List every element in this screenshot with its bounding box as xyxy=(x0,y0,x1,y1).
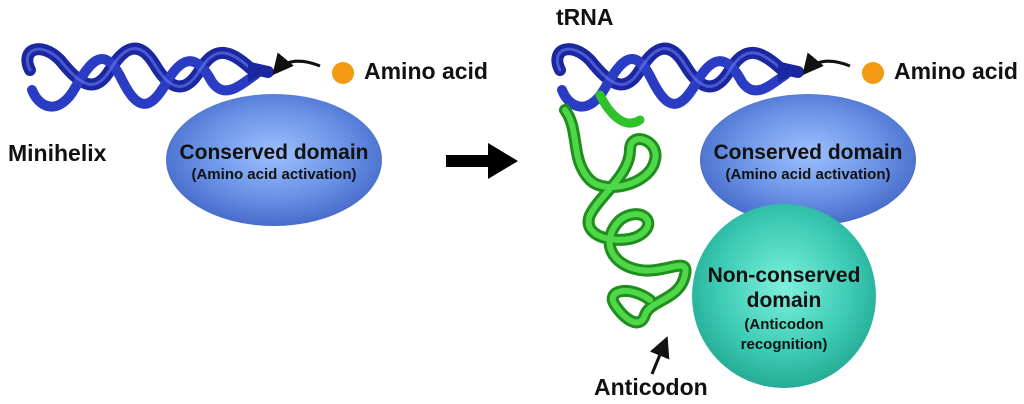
anticodon-label: Anticodon xyxy=(594,374,708,400)
minihelix-label: Minihelix xyxy=(8,140,107,166)
minihelix-ribbon xyxy=(21,42,274,112)
trna-label: tRNA xyxy=(556,4,614,30)
conserved-domain-right-sub: (Amino acid activation) xyxy=(725,166,891,183)
amino-acid-dot-left xyxy=(332,62,354,84)
conserved-domain-left-sub: (Amino acid activation) xyxy=(191,166,357,183)
amino-acid-label-right: Amino acid xyxy=(894,58,1018,84)
nonconserved-line3: (Anticodon xyxy=(744,316,824,333)
amino-acid-arrow-right xyxy=(802,52,851,76)
nonconserved-line2: domain xyxy=(746,289,822,312)
conserved-domain-right-title: Conserved domain xyxy=(713,141,903,164)
amino-acid-label-left: Amino acid xyxy=(364,58,488,84)
amino-acid-dot-right xyxy=(862,62,884,84)
conserved-domain-left-title: Conserved domain xyxy=(179,141,369,164)
nonconserved-line1: Non-conserved xyxy=(707,264,861,287)
amino-acid-arrow-left xyxy=(272,52,321,76)
transition-arrow xyxy=(446,143,518,179)
conserved-domain-left xyxy=(166,94,382,226)
anticodon-arrow xyxy=(649,336,670,375)
trna-anticodon-ribbon xyxy=(559,90,692,329)
nonconserved-domain xyxy=(692,204,876,388)
conserved-domain-right xyxy=(700,94,916,226)
nonconserved-line4: recognition) xyxy=(740,336,828,353)
trna-acceptor-ribbon xyxy=(551,42,804,112)
